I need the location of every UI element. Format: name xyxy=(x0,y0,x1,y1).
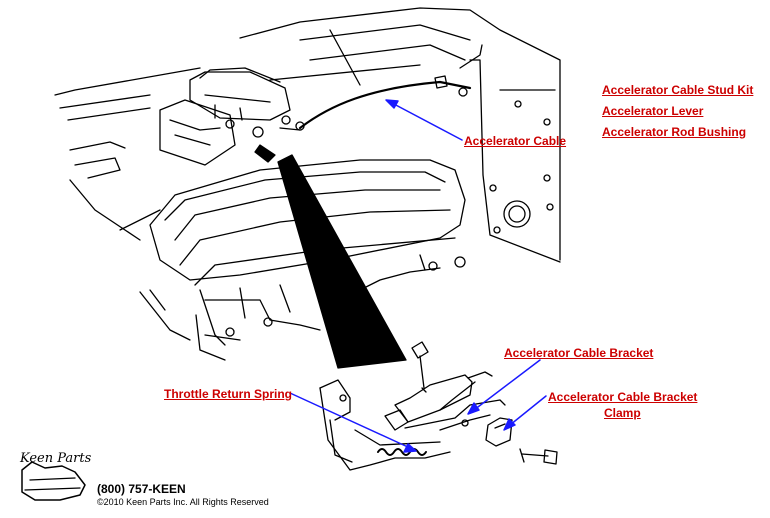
footer-phone: (800) 757-KEEN xyxy=(97,482,186,496)
clamp-screw xyxy=(519,448,558,465)
fender-outline xyxy=(54,67,201,341)
footer-copyright: ©2010 Keen Parts Inc. All Rights Reserve… xyxy=(97,497,269,507)
valve-cover-outline xyxy=(149,159,466,361)
bolt-detail xyxy=(411,341,429,393)
label-accelerator-lever[interactable]: Accelerator Lever xyxy=(602,104,704,118)
label-throttle-return-spring[interactable]: Throttle Return Spring xyxy=(164,387,292,401)
label-accelerator-cable-bracket[interactable]: Accelerator Cable Bracket xyxy=(504,346,654,360)
firewall-outline xyxy=(239,7,561,263)
label-accelerator-rod-bushing[interactable]: Accelerator Rod Bushing xyxy=(602,125,747,139)
bracket-assembly xyxy=(319,371,513,471)
throttle-return-spring xyxy=(377,448,427,456)
magnification-wedge xyxy=(277,154,407,369)
label-accelerator-cable-stud-kit[interactable]: Accelerator Cable Stud Kit xyxy=(602,83,754,97)
callout-arrows xyxy=(289,99,547,453)
keen-parts-logo: Keen Parts xyxy=(19,451,92,501)
label-accelerator-cable[interactable]: Accelerator Cable xyxy=(464,134,567,148)
label-accelerator-cable-bracket-clamp-line2[interactable]: Clamp xyxy=(604,406,641,420)
svg-text:Keen Parts: Keen Parts xyxy=(19,451,92,466)
carburetor-outline xyxy=(159,67,305,166)
label-accelerator-cable-bracket-clamp[interactable]: Accelerator Cable Bracket xyxy=(548,390,698,404)
cable-end xyxy=(434,75,448,89)
cable-stud xyxy=(458,87,468,97)
accelerator-cable-line xyxy=(298,80,472,130)
